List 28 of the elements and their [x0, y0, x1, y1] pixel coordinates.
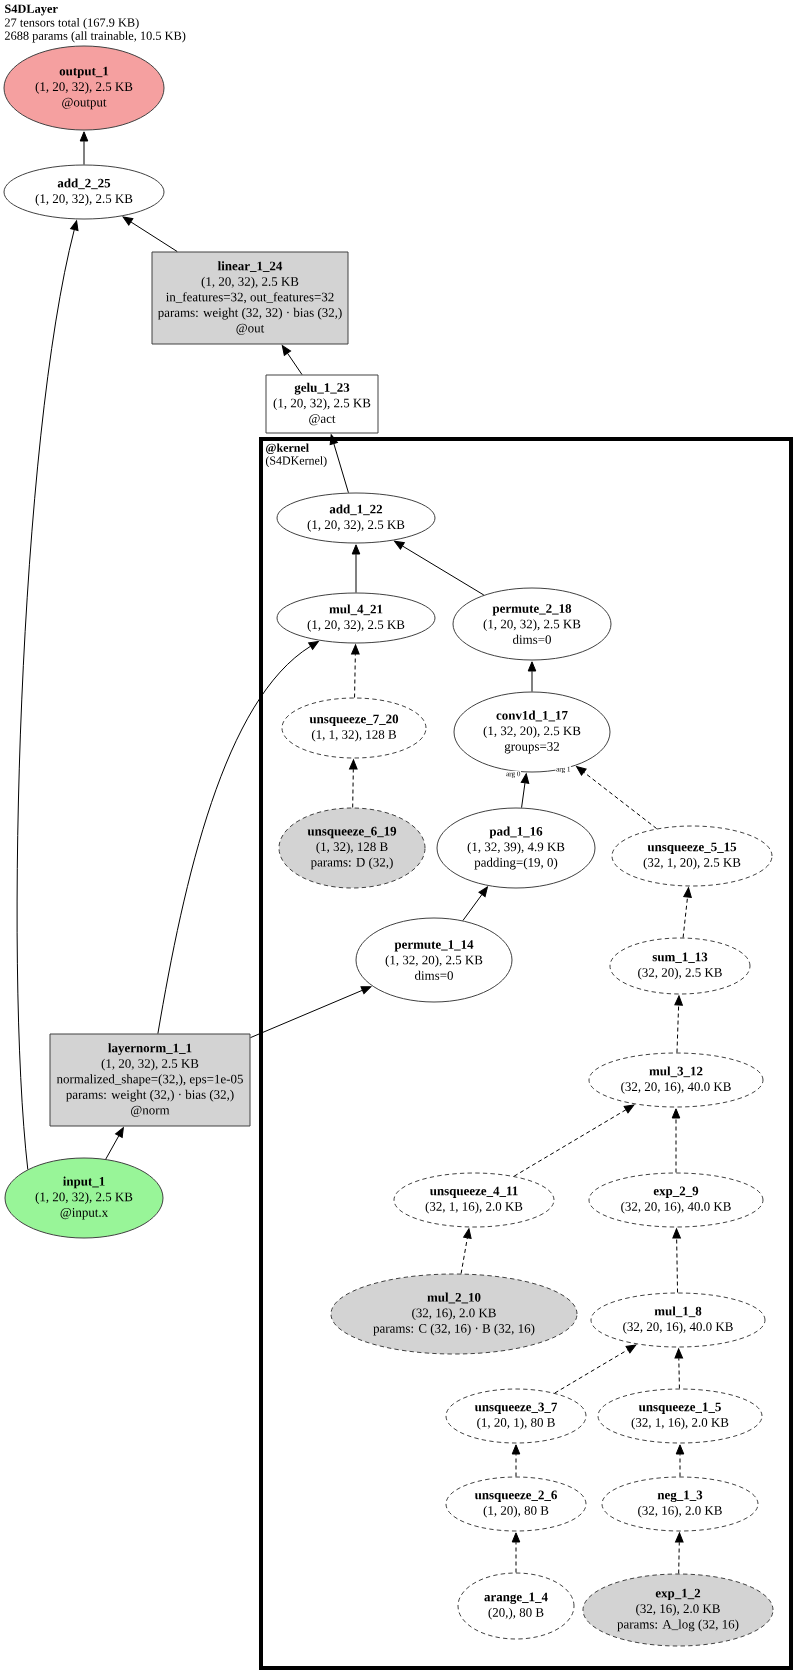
arrow [250, 986, 372, 1039]
arrow [527, 661, 537, 692]
dashed-arrow [349, 759, 358, 808]
dashed-arrow [674, 1348, 684, 1389]
dashed-arrow [554, 1344, 637, 1394]
arrow [79, 131, 89, 165]
arrow [157, 640, 319, 1034]
arrow [122, 216, 178, 252]
dashed-arrow [675, 1444, 685, 1477]
arrow [462, 886, 488, 921]
dashed-arrow [671, 1108, 681, 1173]
dashed-arrow [513, 1104, 635, 1177]
dashed-arrow [576, 766, 658, 830]
arrow [329, 434, 349, 494]
arrow [16, 220, 79, 1170]
arrow [394, 540, 485, 596]
arrow [105, 1127, 124, 1160]
arrow [520, 773, 530, 809]
dashed-arrow [675, 1532, 684, 1574]
dashed-arrow [682, 887, 692, 939]
dashed-arrow [460, 1228, 472, 1275]
dashed-arrow [351, 644, 360, 698]
dashed-arrow [511, 1532, 521, 1573]
arrow [281, 345, 303, 375]
dashed-arrow [674, 995, 683, 1053]
dashed-arrow [672, 1228, 681, 1293]
dashed-arrow [511, 1444, 521, 1477]
arrow [351, 544, 361, 593]
